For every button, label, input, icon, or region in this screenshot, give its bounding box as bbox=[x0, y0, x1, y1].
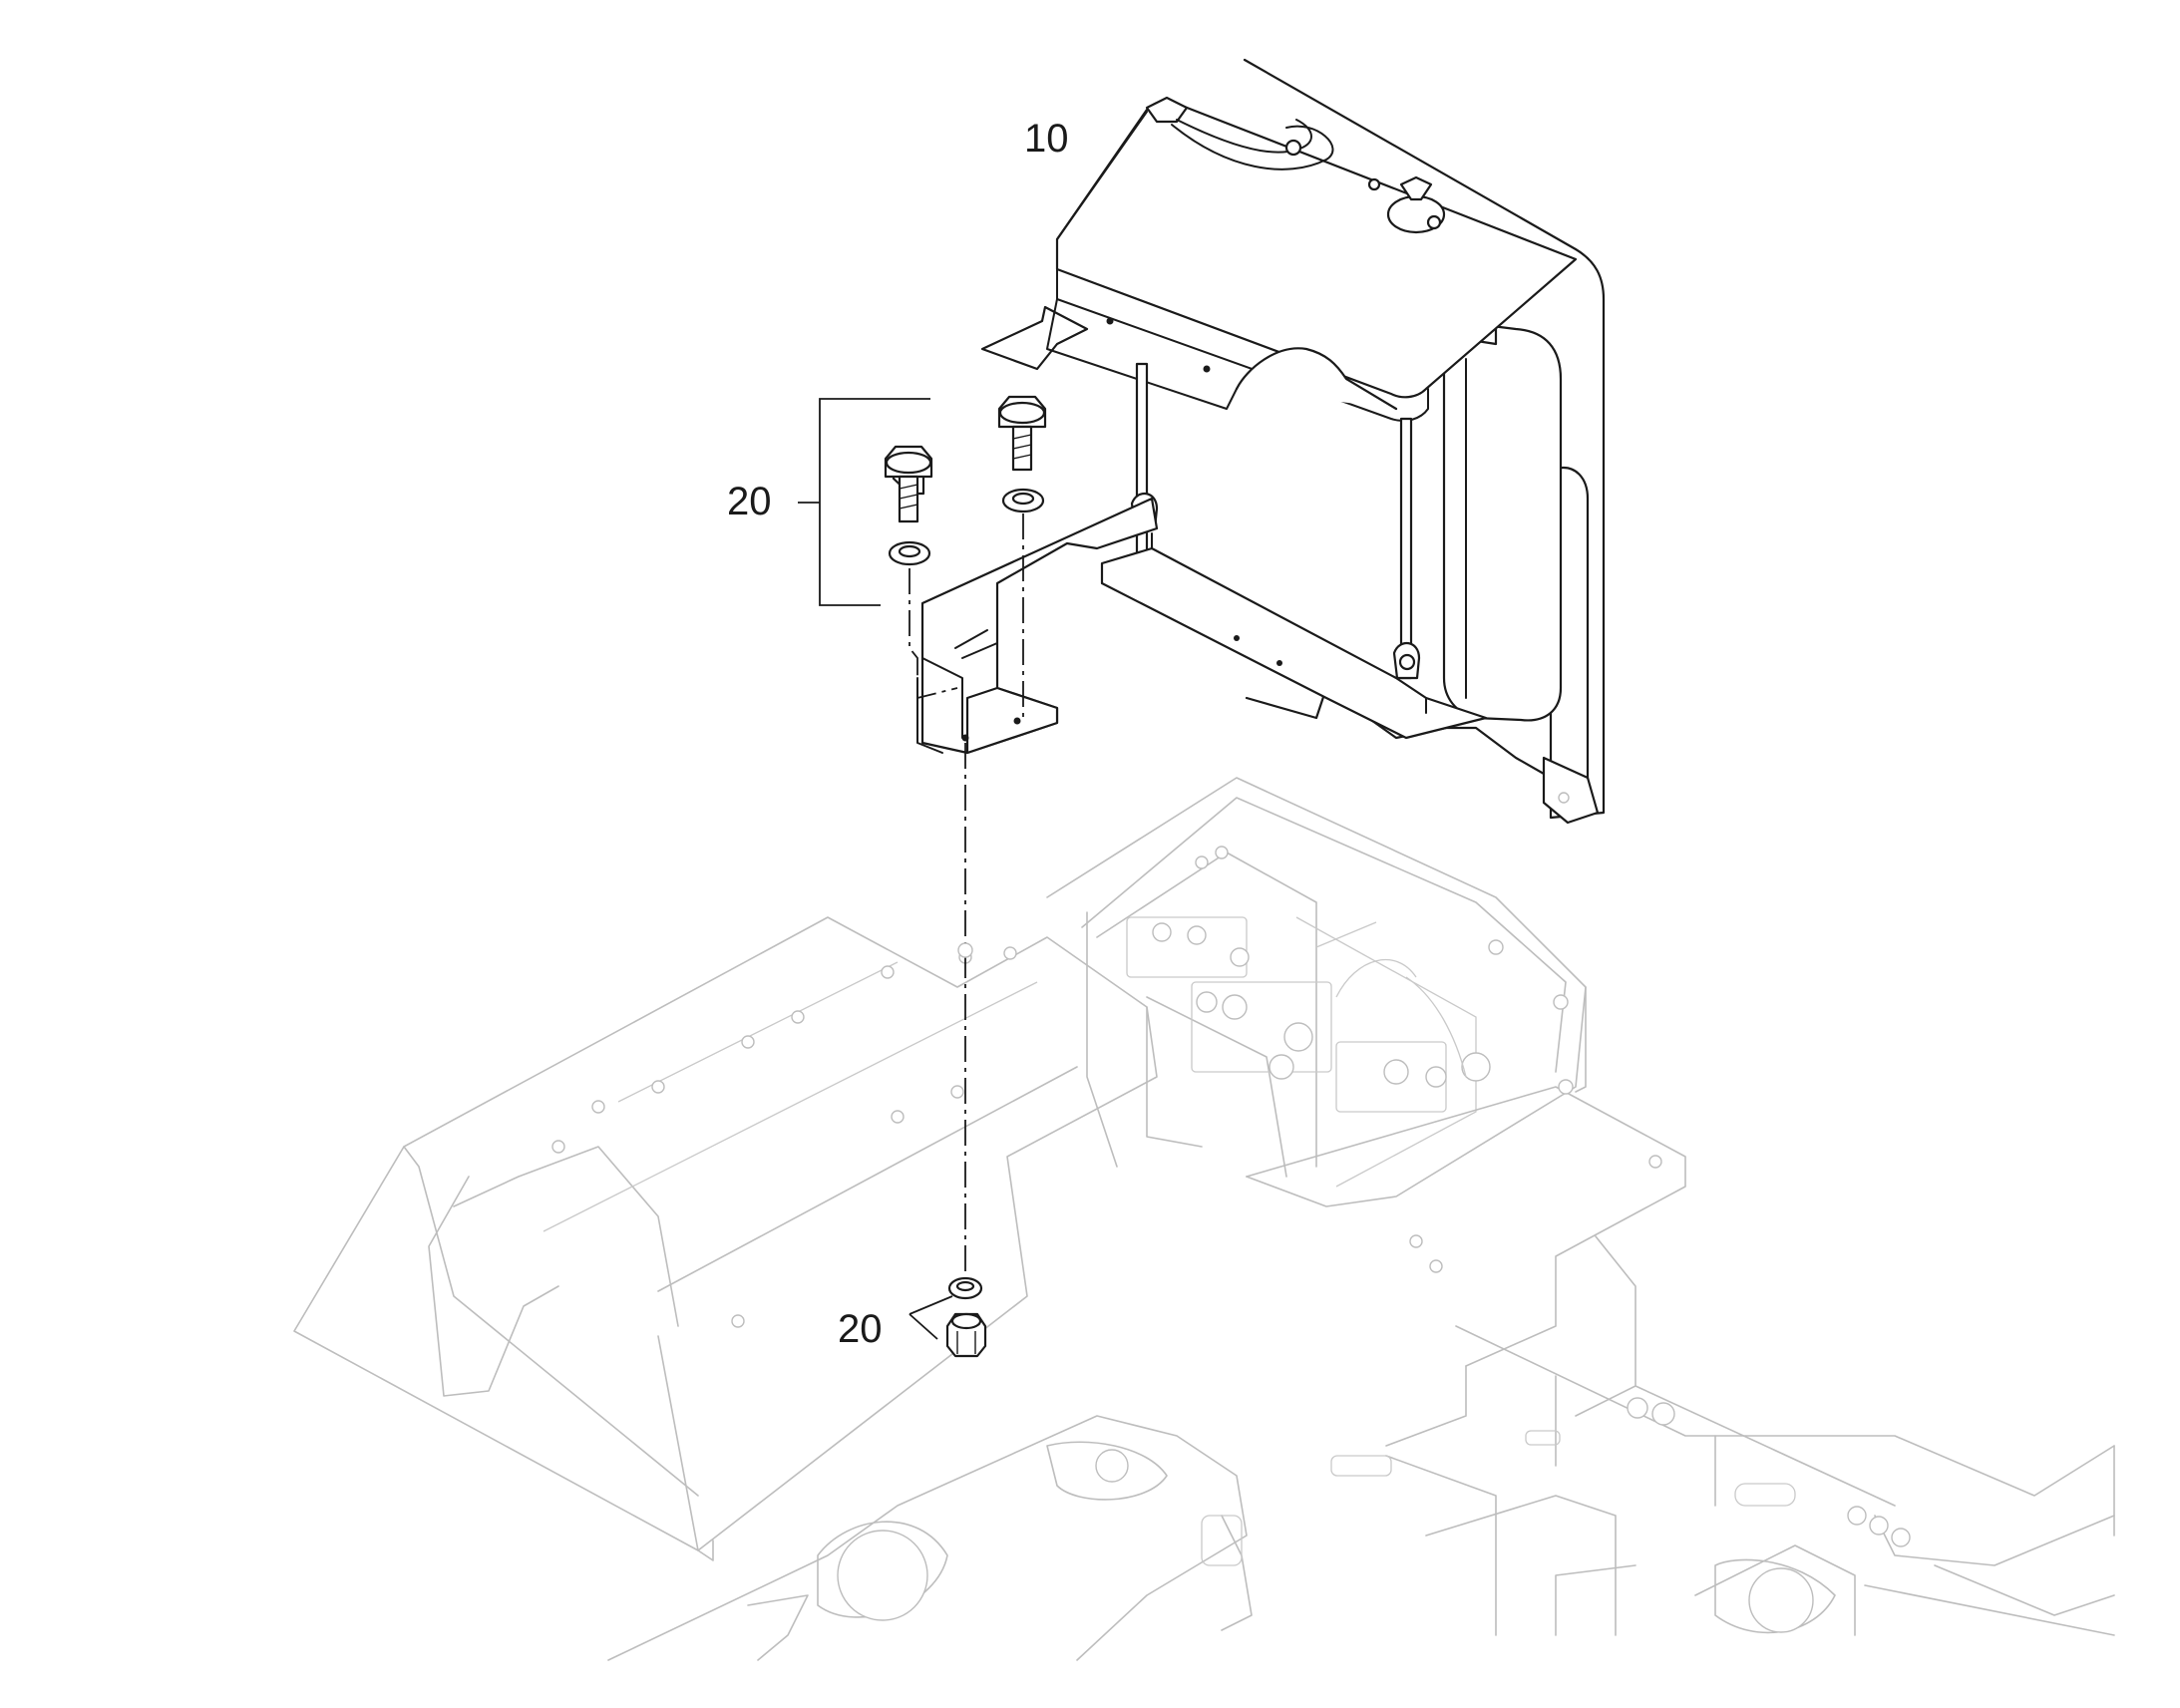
filler-caps bbox=[1145, 96, 1446, 234]
callout-tank: 10 bbox=[1024, 117, 1069, 161]
hex-nut bbox=[945, 1312, 987, 1358]
callout-nut-kit: 20 bbox=[838, 1307, 883, 1351]
washer-left bbox=[888, 540, 931, 566]
callout-bolt-kit: 20 bbox=[727, 480, 772, 523]
mounting-bracket bbox=[916, 497, 1159, 755]
washer-right bbox=[1001, 488, 1045, 513]
assembly-centerlines bbox=[908, 513, 1024, 1276]
bolt-right bbox=[997, 395, 1047, 472]
tank-assembly bbox=[916, 58, 1606, 825]
machine-frame bbox=[293, 777, 2115, 1661]
callout-leaders bbox=[798, 398, 953, 1340]
washer-lower bbox=[947, 1276, 983, 1300]
valve-block bbox=[1126, 916, 1491, 1113]
bolt-left bbox=[884, 445, 933, 523]
